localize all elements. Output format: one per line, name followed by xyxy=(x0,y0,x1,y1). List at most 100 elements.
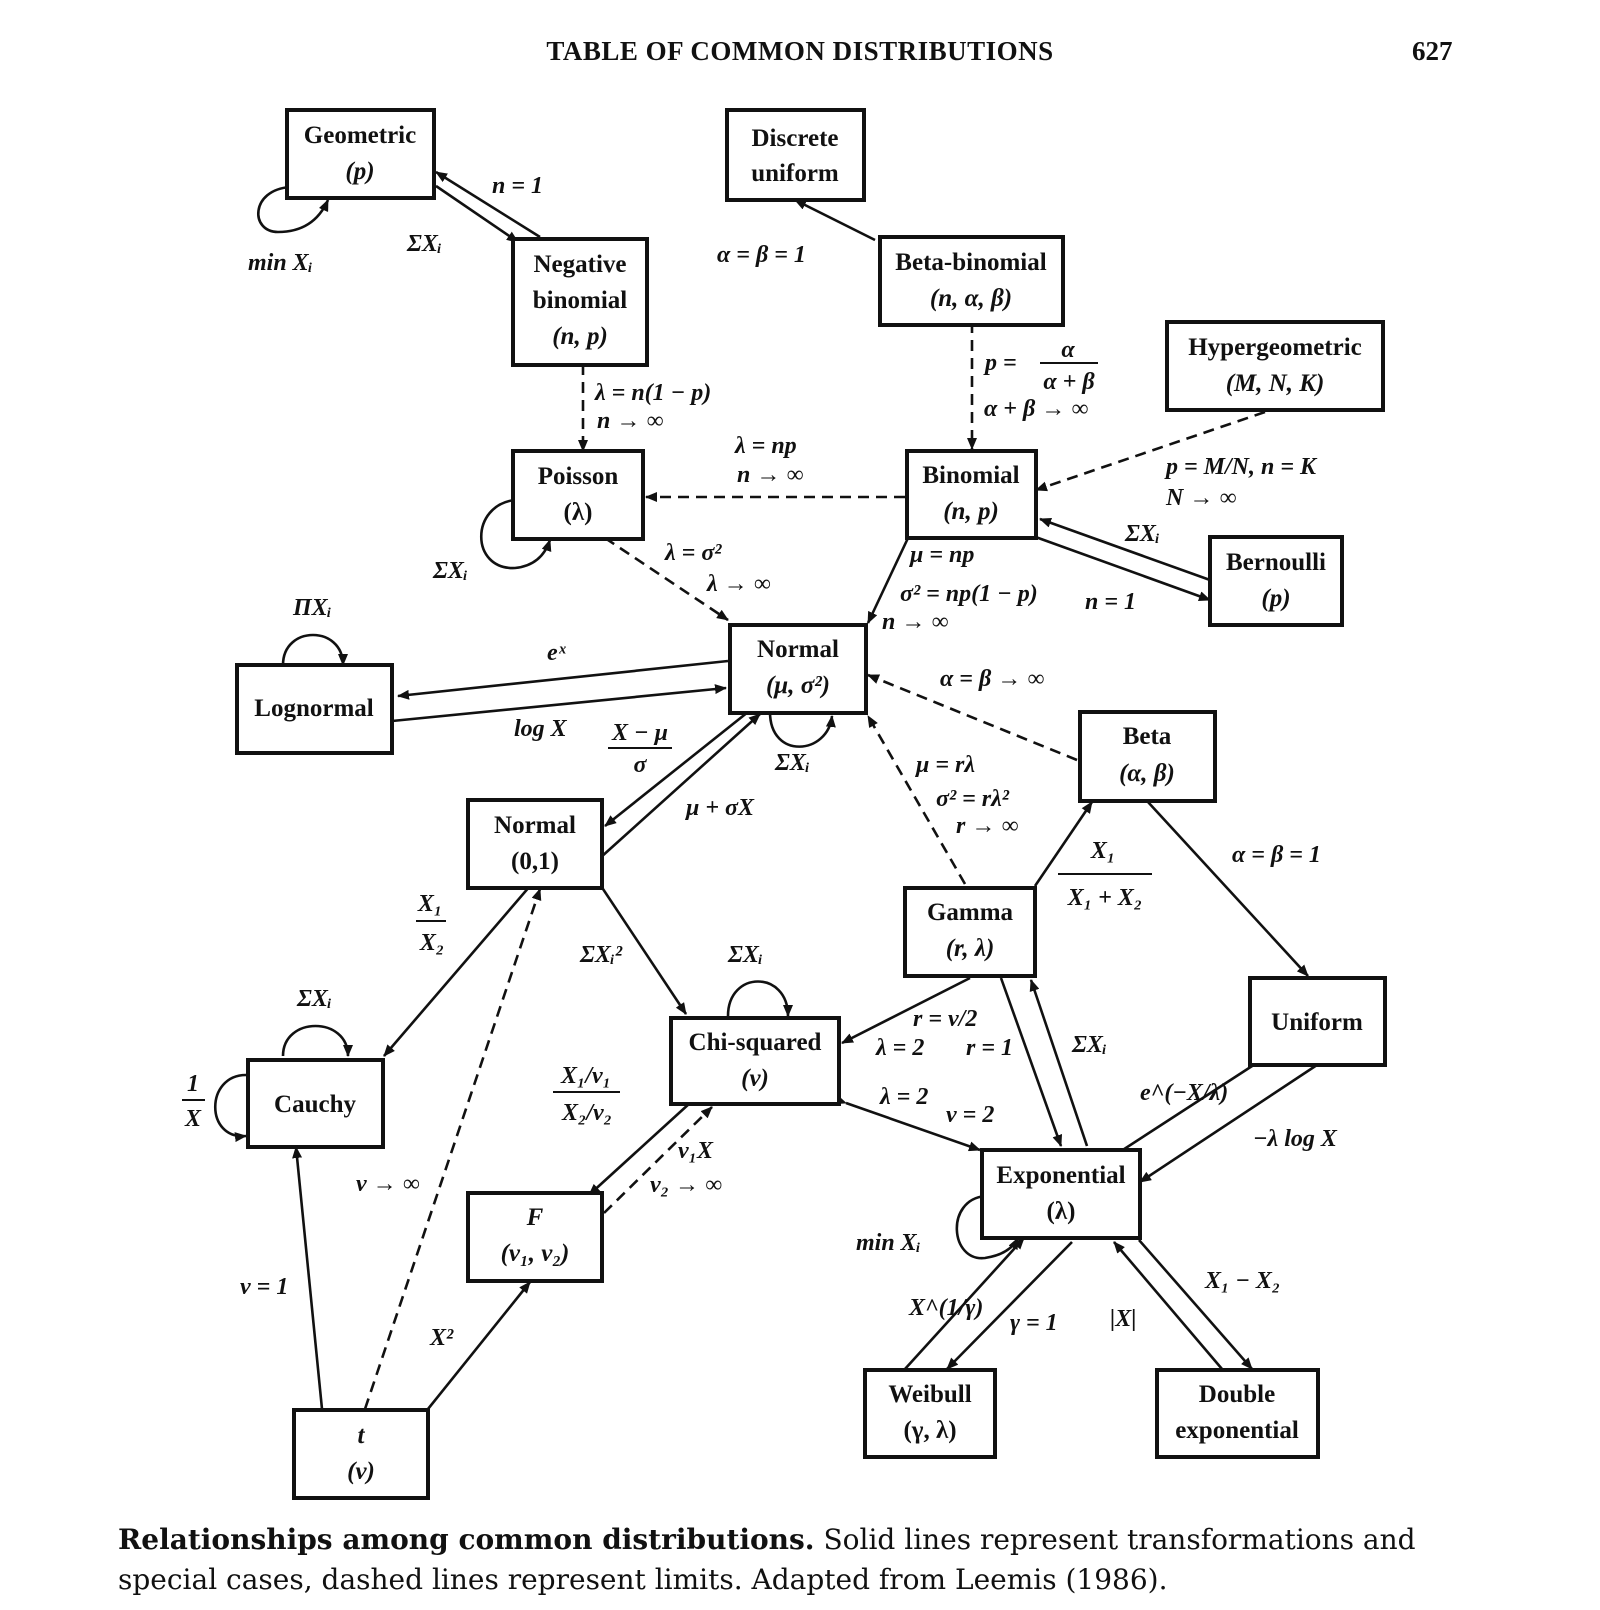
node-t: t (ν) xyxy=(292,1408,430,1500)
loop-normal xyxy=(768,711,836,748)
edge-labels: min Xᵢ n = 1 ΣXᵢ α = β = 1 λ = n(1 − p) … xyxy=(182,173,1338,1351)
node-negbin-line2: binomial xyxy=(533,287,628,314)
node-bernoulli-name: Bernoulli xyxy=(1226,549,1326,576)
node-beta-binomial: Beta-binomial (n, α, β) xyxy=(878,235,1065,327)
edge-exponential-to-gamma xyxy=(1029,979,1089,1147)
loop-cauchy-left xyxy=(214,1073,247,1143)
node-bernoulli: Bernoulli (p) xyxy=(1208,535,1344,627)
label-std-normal-normal: μ + σX xyxy=(684,795,755,821)
node-f: F (ν₁, ν₂) xyxy=(466,1191,604,1283)
figure-caption-text: Solid lines represent transformations an… xyxy=(118,1523,1416,1596)
loop-geometric xyxy=(257,185,330,234)
edge-lognormal-to-normal xyxy=(391,684,727,723)
edges xyxy=(214,170,1321,1410)
node-t-params: (ν) xyxy=(347,1458,375,1485)
node-discrete-uniform-line1: Discrete xyxy=(752,125,839,152)
node-beta-name: Beta xyxy=(1123,723,1172,750)
edge-chi-exponential xyxy=(833,1094,981,1152)
node-geometric: Geometric (p) xyxy=(285,108,436,200)
node-negbin-params: (n, p) xyxy=(552,323,608,350)
label-uniform-exp: e^(−X/λ) xyxy=(1140,1080,1228,1106)
node-std-normal: Normal (0,1) xyxy=(466,798,604,890)
label-poisson-normal-1: λ = σ² xyxy=(664,540,722,566)
edge-uniform-to-exponential xyxy=(1139,1061,1321,1184)
edge-binomial-to-bernoulli xyxy=(1029,533,1211,602)
label-normal-lognormal: eˣ xyxy=(547,640,567,666)
label-weibull-exp-1: X^(1/γ) xyxy=(908,1295,983,1321)
edge-std-normal-to-normal xyxy=(599,713,761,859)
edge-binomial-to-normal xyxy=(866,537,910,624)
loop-cauchy-top xyxy=(281,1024,353,1057)
nodes: Geometric (p) Discrete uniform Negative … xyxy=(235,108,1387,1500)
label-normal-std-den: σ xyxy=(634,752,648,778)
node-negative-binomial: Negative binomial (n, p) xyxy=(511,237,649,367)
loop-chi xyxy=(726,980,793,1017)
label-chi-f-num: X₁/ν₁ xyxy=(560,1063,611,1089)
edge-normal-to-std-normal xyxy=(604,710,749,828)
edge-negbin-to-geometric xyxy=(435,170,541,239)
node-hyper-params: (M, N, K) xyxy=(1226,370,1325,397)
label-t-std-normal: ν → ∞ xyxy=(356,1171,420,1197)
label-betabin-binom-den: α + β xyxy=(1043,369,1095,395)
label-gamma-normal-2: σ² = rλ² xyxy=(936,786,1010,812)
label-chi-exp-2: ν = 2 xyxy=(946,1102,994,1128)
node-gamma: Gamma (r, λ) xyxy=(903,886,1037,978)
label-beta-normal: α = β → ∞ xyxy=(940,666,1044,692)
node-discrete-uniform: Discrete uniform xyxy=(725,108,866,202)
node-dexp-line2: exponential xyxy=(1175,1417,1299,1444)
edge-gamma-to-normal xyxy=(866,715,967,885)
edge-t-to-cauchy xyxy=(292,1146,324,1410)
label-gamma-normal-3: r → ∞ xyxy=(956,813,1018,839)
node-lognormal: Lognormal xyxy=(235,663,394,755)
node-poisson: Poisson (λ) xyxy=(511,449,645,541)
node-beta-params: (α, β) xyxy=(1119,760,1175,787)
edge-std-normal-to-cauchy xyxy=(383,885,531,1057)
label-cauchy-self-top: ΣXᵢ xyxy=(296,986,332,1012)
edge-t-to-f xyxy=(426,1281,532,1410)
label-chi-exp-1: λ = 2 xyxy=(879,1084,928,1110)
node-f-params: (ν₁, ν₂) xyxy=(501,1240,570,1267)
label-lognormal-self: ΠXᵢ xyxy=(292,595,332,621)
label-exp-gamma-r1: r = 1 xyxy=(966,1035,1013,1061)
loop-lognormal xyxy=(281,633,348,666)
node-uniform-name: Uniform xyxy=(1271,1009,1363,1036)
node-exponential-params: (λ) xyxy=(1047,1198,1076,1225)
label-bern-binom-sum: ΣXᵢ xyxy=(1124,521,1160,547)
edge-exponential-to-uniform xyxy=(1114,1055,1267,1157)
label-chi-f-den: X₂/ν₂ xyxy=(561,1100,612,1126)
label-binom-normal-1: μ = np xyxy=(908,542,974,568)
loop-exponential xyxy=(955,1194,1020,1260)
node-dexp-line1: Double xyxy=(1199,1381,1275,1408)
edge-dexp-to-exponential xyxy=(1113,1241,1223,1370)
node-chi-params: (ν) xyxy=(741,1065,769,1092)
label-gamma-normal-1: μ = rλ xyxy=(914,752,975,778)
label-exp-gamma-sum: ΣXᵢ xyxy=(1071,1032,1107,1058)
edge-normal-to-lognormal xyxy=(397,659,729,700)
label-lognormal-normal: log X xyxy=(514,716,568,742)
node-bernoulli-params: (p) xyxy=(1261,585,1290,612)
node-exponential: Exponential (λ) xyxy=(980,1148,1142,1240)
edge-exponential-to-dexp xyxy=(1138,1239,1253,1370)
node-betabin-params: (n, α, β) xyxy=(930,285,1012,312)
label-hyper-binom-2: N → ∞ xyxy=(1165,485,1236,511)
label-t-cauchy: ν = 1 xyxy=(240,1274,288,1300)
label-geo-negbin-n1: n = 1 xyxy=(492,173,543,199)
node-gamma-name: Gamma xyxy=(927,899,1014,926)
node-weibull: Weibull (γ, λ) xyxy=(863,1368,997,1459)
edge-beta-to-normal xyxy=(867,673,1078,762)
node-beta: Beta (α, β) xyxy=(1078,710,1217,803)
edge-poisson-to-normal xyxy=(604,536,729,622)
label-geo-self: min Xᵢ xyxy=(248,250,313,276)
node-hypergeometric: Hypergeometric (M, N, K) xyxy=(1165,320,1385,412)
label-normal-std-num: X − μ xyxy=(611,720,668,746)
label-normal-self: ΣXᵢ xyxy=(774,750,810,776)
node-exponential-name: Exponential xyxy=(996,1162,1125,1189)
label-negbin-poisson-1: λ = n(1 − p) xyxy=(594,380,711,406)
node-geometric-params: (p) xyxy=(345,158,374,185)
node-gamma-params: (r, λ) xyxy=(946,935,995,962)
node-chi-name: Chi-squared xyxy=(689,1029,822,1056)
label-beta-uniform: α = β = 1 xyxy=(1232,842,1321,868)
label-dexp-exp-1: |X| xyxy=(1110,1306,1137,1332)
node-normal: Normal (μ, σ²) xyxy=(728,623,868,715)
node-geometric-name: Geometric xyxy=(304,122,416,149)
